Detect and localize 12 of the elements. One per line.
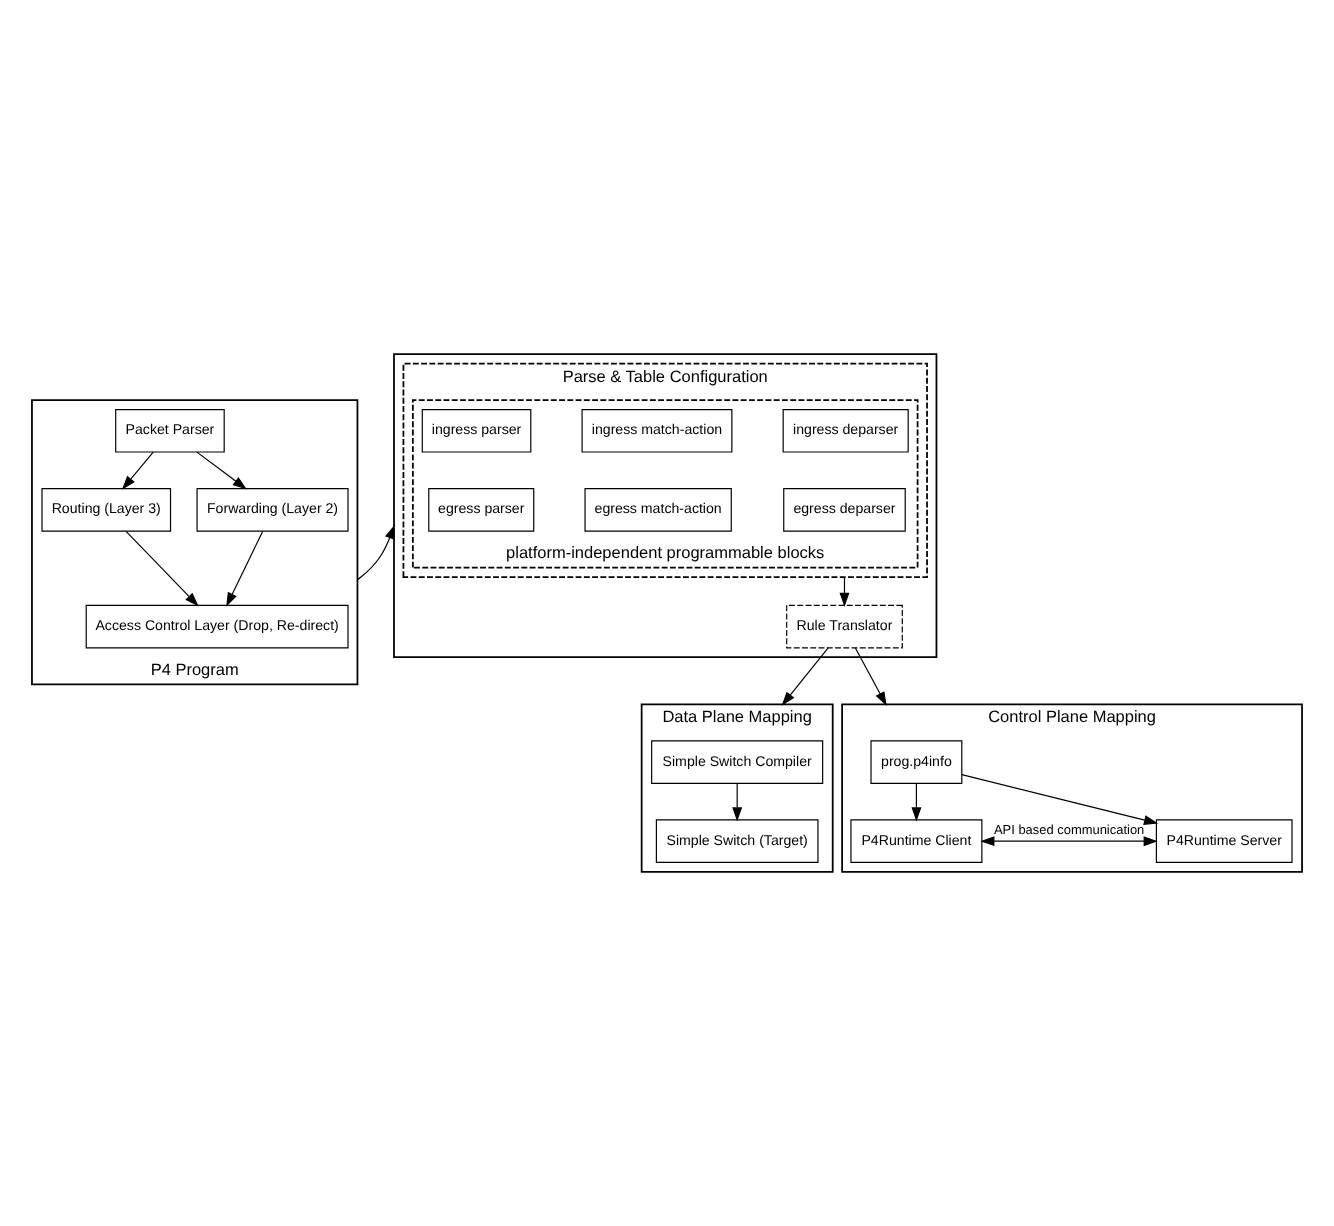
arrow: [125, 530, 199, 607]
arrow: [911, 782, 922, 822]
arrow: [961, 774, 1159, 825]
arrow: [854, 647, 887, 706]
arrow: [781, 647, 829, 706]
arrow: [196, 451, 247, 490]
arrow: [732, 782, 743, 822]
arrow: [980, 836, 1158, 847]
arrow: [226, 530, 264, 607]
arrow: [121, 451, 154, 490]
arrow: [356, 524, 395, 581]
cluster: [393, 353, 938, 659]
